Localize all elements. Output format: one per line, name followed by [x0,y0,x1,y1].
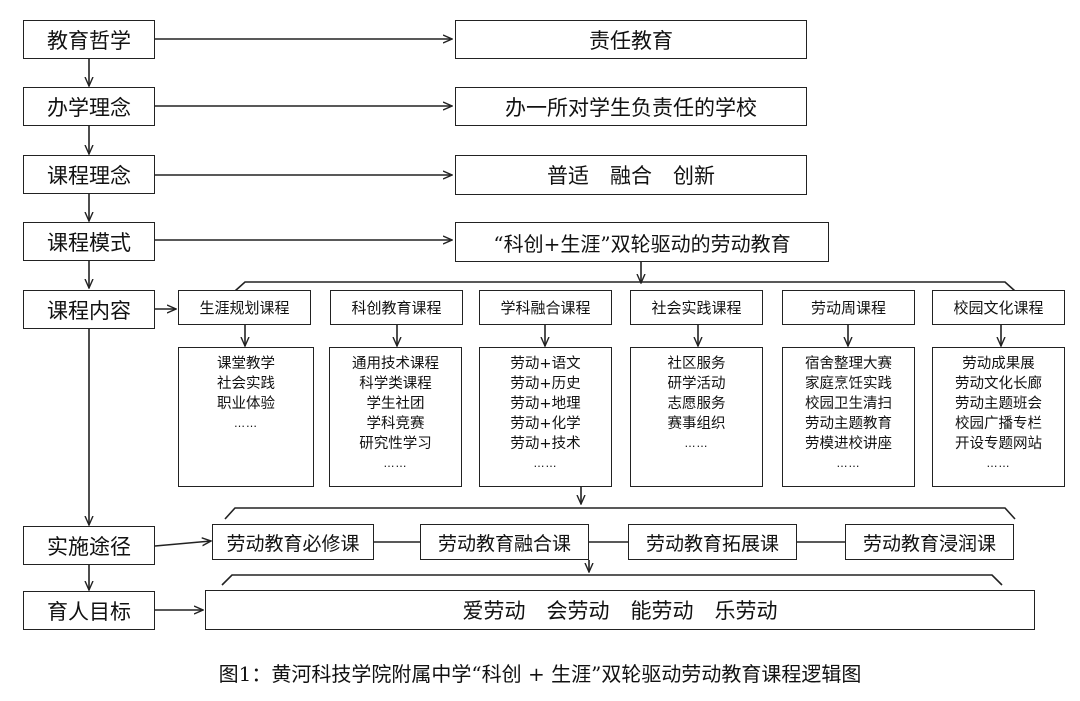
category-career: 生涯规划课程 [178,290,311,325]
list-item: …… [684,437,709,450]
content-subject-fusion: 劳动+语文 劳动+历史 劳动+地理 劳动+化学 劳动+技术 …… [479,347,612,487]
list-item: 通用技术课程 [352,356,439,372]
list-item: 宿舍整理大赛 [805,356,892,372]
category-labor-week: 劳动周课程 [782,290,915,325]
list-item: 劳动+语文 [510,356,581,372]
label-curriculum-concept: 课程理念 [23,155,155,194]
content-social-practice: 社区服务 研学活动 志愿服务 赛事组织 …… [630,347,763,487]
list-item: 职业体验 [217,396,275,412]
list-item: 劳动+历史 [510,376,581,392]
list-item: 课堂教学 [217,356,275,372]
list-item: …… [383,457,408,470]
philosophy-box: 责任教育 [455,20,807,59]
label-concept: 办学理念 [23,87,155,126]
list-item: 学生社团 [366,396,425,412]
category-sci-tech: 科创教育课程 [330,290,463,325]
list-item: …… [836,457,861,470]
list-item: 校园广播专栏 [955,416,1042,432]
label-philosophy: 教育哲学 [23,20,155,59]
content-campus-culture: 劳动成果展 劳动文化长廊 劳动主题班会 校园广播专栏 开设专题网站 …… [932,347,1065,487]
list-item: 劳动+技术 [510,436,581,452]
impl-immersion-course: 劳动教育浸润课 [845,524,1014,560]
list-item: 研究性学习 [359,436,432,452]
goal-box: 爱劳动 会劳动 能劳动 乐劳动 [205,590,1035,630]
label-curriculum-mode: 课程模式 [23,222,155,261]
list-item: 家庭烹饪实践 [805,376,892,392]
impl-fusion-course: 劳动教育融合课 [420,524,589,560]
list-item: 劳动成果展 [962,356,1035,372]
list-item: …… [234,417,258,430]
list-item: 志愿服务 [667,396,726,412]
list-item: …… [533,457,558,470]
list-item: 科学类课程 [359,376,432,392]
list-item: 赛事组织 [667,416,726,432]
list-item: 研学活动 [667,376,726,392]
label-curriculum-content: 课程内容 [23,290,155,329]
list-item: 开设专题网站 [955,436,1042,452]
curriculum-mode-box: “科创+生涯”双轮驱动的劳动教育 [455,222,829,262]
impl-extension-course: 劳动教育拓展课 [628,524,797,560]
category-social-practice: 社会实践课程 [630,290,763,325]
impl-required-course: 劳动教育必修课 [212,524,374,560]
label-goal: 育人目标 [23,591,155,630]
concept-box: 办一所对学生负责任的学校 [455,87,807,126]
content-career: 课堂教学 社会实践 职业体验 …… [178,347,314,487]
label-implementation: 实施途径 [23,526,155,565]
category-campus-culture: 校园文化课程 [932,290,1065,325]
list-item: 劳动主题教育 [805,416,892,432]
content-labor-week: 宿舍整理大赛 家庭烹饪实践 校园卫生清扫 劳动主题教育 劳模进校讲座 …… [782,347,915,487]
list-item: …… [986,457,1011,470]
category-subject-fusion: 学科融合课程 [479,290,612,325]
curriculum-concept-box: 普适 融合 创新 [455,155,807,195]
list-item: 社会实践 [217,376,275,392]
list-item: 劳动文化长廊 [955,376,1042,392]
list-item: 校园卫生清扫 [805,396,892,412]
list-item: 劳动主题班会 [955,396,1042,412]
list-item: 学科竞赛 [366,416,425,432]
content-sci-tech: 通用技术课程 科学类课程 学生社团 学科竞赛 研究性学习 …… [329,347,462,487]
figure-caption: 图1：黄河科技学院附属中学“科创 + 生涯”双轮驱动劳动教育课程逻辑图 [218,662,862,686]
list-item: 劳动+地理 [510,396,581,412]
list-item: 劳模进校讲座 [805,436,892,452]
list-item: 社区服务 [667,356,726,372]
list-item: 劳动+化学 [510,416,581,432]
